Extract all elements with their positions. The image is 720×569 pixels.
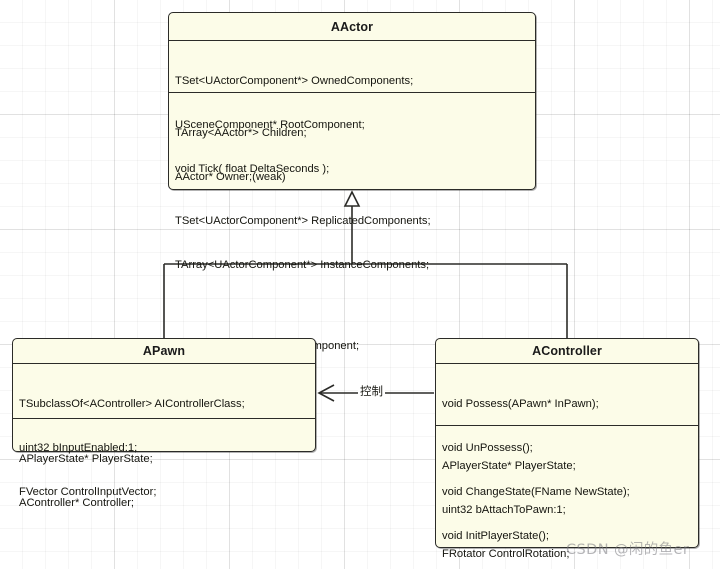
class-member: APlayerState* PlayerState; [442,460,576,473]
class-member: void UnPossess(); [442,441,533,454]
class-box-aactor[interactable]: AActor TSet<UActorComponent*> OwnedCompo… [168,12,536,352]
class-member: void Possess(APawn* InPawn); [442,398,599,411]
class-compartment-aactor-2: TArray<AActor*> Children; AActor* Owner;… [169,92,535,352]
class-member: TSubclassOf<AController> AIControllerCla… [19,398,245,411]
class-title-aactor: AActor [330,19,374,34]
class-member: AActor* Owner;(weak) [175,170,286,183]
association-label-control: 控制 [358,386,385,399]
class-member: USceneComponent* RootComponent; [175,118,365,131]
class-member: APlayerState* PlayerState; [19,453,153,466]
class-compartment-aactor-1: TSet<UActorComponent*> OwnedComponents; … [169,40,535,175]
class-member: TSet<UActorComponent*> OwnedComponents; [175,75,414,88]
class-member: AController* Controller; [19,496,135,509]
class-title-acontroller: AController [532,344,602,358]
class-compartment-acontroller-1: void Possess(APawn* InPawn); void UnPoss… [436,363,698,542]
class-member: void ChangeState(FName NewState); [442,485,630,498]
class-compartment-apawn-2: APlayerState* PlayerState; AController* … [13,418,315,509]
watermark: CSDN @闲的鱼er [566,542,690,558]
class-member: TSet<UActorComponent*> ReplicatedCompone… [175,214,431,227]
class-member: TArray<AActor*> Children; [175,127,307,140]
class-box-acontroller[interactable]: AController void Possess(APawn* InPawn);… [435,338,699,560]
class-member: uint32 bAttachToPawn:1; [442,503,566,516]
class-title-apawn: APawn [142,344,186,358]
class-member: FVector ControlInputVector; [19,485,157,498]
class-member: FRotator ControlRotation; [442,547,570,560]
class-member-spacer [175,301,529,309]
class-member: void Tick( float DeltaSeconds ); [175,162,330,175]
class-compartment-acontroller-2: APlayerState* PlayerState; uint32 bAttac… [436,425,698,560]
class-box-apawn[interactable]: APawn TSubclassOf<AController> AIControl… [12,338,316,509]
class-compartment-apawn-1: TSubclassOf<AController> AIControllerCla… [13,363,315,498]
class-member: uint32 bInputEnabled:1; [19,441,138,454]
class-member: void InitPlayerState(); [442,529,549,542]
class-member: TArray<UActorComponent*> InstanceCompone… [175,258,430,271]
